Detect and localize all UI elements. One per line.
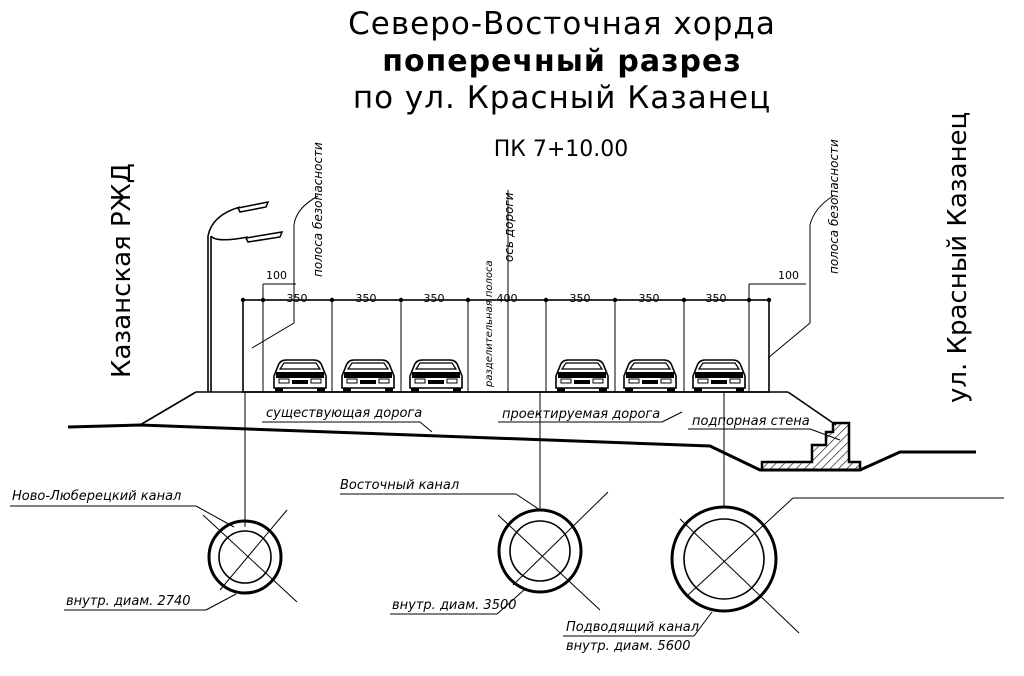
existing-road-label: существующая дорога <box>266 406 422 421</box>
canal-2-diameter: внутр. диам. 3500 <box>392 598 517 613</box>
canal-2-name: Восточный канал <box>340 478 459 493</box>
canal-3-name: Подводящий канал <box>566 620 699 635</box>
designed-road-label: проектируемая дорога <box>502 407 660 422</box>
street-label: ул. Красный Казанец <box>943 112 973 403</box>
canal-novo-lyuberetsky <box>10 392 298 611</box>
retaining-wall <box>760 421 862 472</box>
street-lamp <box>207 200 284 392</box>
left-safety-strip-label: полоса безопасности <box>311 142 325 277</box>
median-label: разделительная полоса <box>484 260 495 388</box>
right-safety-strip-label: полоса безопасности <box>827 139 841 274</box>
dim-lane-6: 350 <box>706 292 727 305</box>
canal-vostochny <box>340 392 609 615</box>
car-icon <box>273 359 327 393</box>
dimension-chain: 100 100 350 350 350 400 350 350 350 <box>240 269 806 305</box>
left-safety-leader <box>251 195 319 349</box>
railway-label: Казанская РЖД <box>107 163 137 378</box>
car-icon <box>409 359 463 393</box>
title-line-2: поперечный разрез <box>382 44 742 79</box>
right-safety-leader <box>767 195 834 359</box>
dim-lane-2: 350 <box>356 292 377 305</box>
dim-lane-1: 350 <box>287 292 308 305</box>
dim-lane-5: 350 <box>639 292 660 305</box>
car-icon <box>555 359 609 393</box>
car-icon <box>623 359 677 393</box>
canal-1-name: Ново-Люберецкий канал <box>12 489 181 504</box>
title-line-3: по ул. Красный Казанец <box>353 80 771 116</box>
canal-podvodyashchy <box>563 392 1004 637</box>
dim-lane-4: 350 <box>570 292 591 305</box>
title-line-1: Северо-Восточная хорда <box>348 6 776 42</box>
dim-lane-3: 350 <box>424 292 445 305</box>
station-label: ПК 7+10.00 <box>494 137 629 162</box>
retaining-wall-label: подпорная стена <box>692 414 810 429</box>
dim-median: 400 <box>497 292 518 305</box>
dim-right-shoulder: 100 <box>778 269 799 282</box>
road-axis-label: ось дороги <box>502 192 516 262</box>
embankment <box>139 391 837 426</box>
canal-3-diameter: внутр. диам. 5600 <box>566 639 691 654</box>
dim-left-shoulder: 100 <box>266 269 287 282</box>
ground-line <box>67 423 976 472</box>
car-icon <box>692 359 746 393</box>
car-icon <box>341 359 395 393</box>
canal-1-diameter: внутр. диам. 2740 <box>66 594 191 609</box>
